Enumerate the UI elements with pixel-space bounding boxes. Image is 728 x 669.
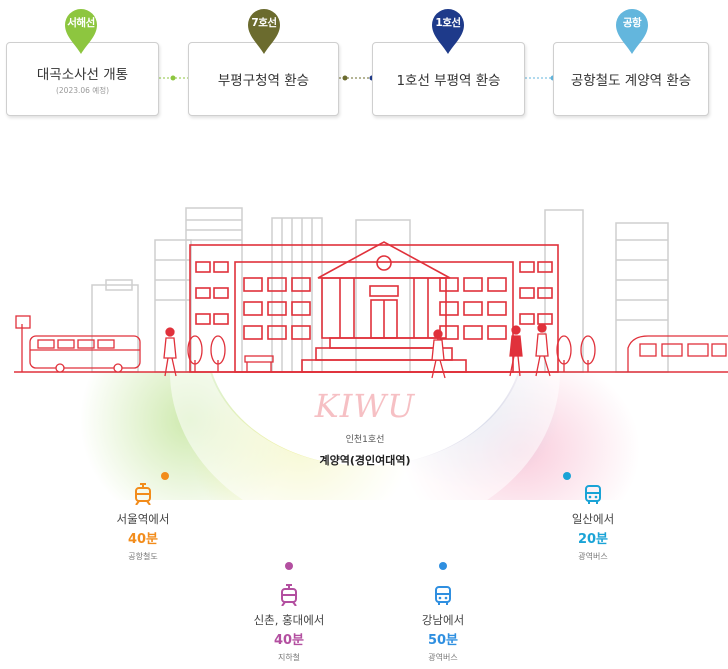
route-origin: 강남에서 [421, 613, 465, 627]
map-pin-icon [616, 9, 648, 54]
route-origin: 서울역에서 [116, 512, 170, 526]
bus-icon [585, 485, 601, 504]
line-box-seohae: 대곡소사선 개통 (2023.06 예정) [6, 42, 159, 116]
route-mode: 광역버스 [428, 653, 458, 662]
route-ilsan: 일산에서 20분 광역버스 [533, 483, 653, 562]
map-pin-seohae: 서해선 [61, 6, 101, 56]
route-dot-seoul [161, 472, 169, 480]
route-time: 40분 [273, 633, 305, 648]
route-sinchon: 신촌, 홍대에서 40분 지하철 [229, 584, 349, 663]
line-note: (2023.06 예정) [55, 85, 110, 95]
pin-label: 공항 [622, 17, 642, 29]
line-title: 1호선 부평역 환승 [396, 73, 501, 89]
route-mode: 공항철도 [128, 552, 158, 561]
route-seoul: 서울역에서 40분 공항철도 [83, 483, 203, 562]
trees [187, 335, 596, 372]
route-time: 50분 [427, 633, 459, 648]
map-pin-icon [432, 9, 464, 54]
kiwu-brand: KIWU [314, 387, 416, 425]
map-pin-icon [65, 9, 97, 54]
glow-ring [80, 372, 640, 500]
line-box-1: 1호선 부평역 환승 [372, 42, 525, 116]
map-pin-icon [248, 9, 280, 54]
route-origin: 일산에서 [571, 512, 615, 526]
subway-icon [281, 584, 297, 606]
line-title: 대곡소사선 개통 [36, 66, 129, 83]
pin-label: 7호선 [251, 17, 277, 29]
route-gangnam: 강남에서 50분 광역버스 [383, 584, 503, 663]
line-title: 부평구청역 환승 [217, 73, 310, 89]
route-origin: 신촌, 홍대에서 [253, 613, 325, 627]
bus-icon [435, 586, 451, 605]
tram-illustration [627, 335, 728, 372]
route-dot-ilsan [563, 472, 571, 480]
route-dot-sinchon [285, 562, 293, 570]
route-mode: 광역버스 [578, 552, 608, 561]
route-dot-gangnam [439, 562, 447, 570]
station-name: 계양역(경인여대역) [319, 454, 411, 467]
line-title: 공항철도 계양역 환승 [570, 73, 692, 89]
campus-illustration [14, 207, 728, 500]
map-pin-airport: 공항 [612, 6, 652, 56]
pin-label: 서해선 [67, 17, 95, 29]
station-line: 인천1호선 [345, 435, 385, 445]
map-pin-7: 7호선 [244, 6, 284, 56]
bus-illustration [15, 315, 141, 373]
route-mode: 지하철 [277, 653, 301, 662]
train-icon [135, 483, 151, 505]
map-pin-1: 1호선 [428, 6, 468, 56]
route-time: 40분 [127, 532, 159, 547]
people [163, 323, 551, 379]
university-building [189, 241, 559, 373]
pin-label: 1호선 [435, 17, 461, 29]
route-time: 20분 [577, 532, 609, 547]
